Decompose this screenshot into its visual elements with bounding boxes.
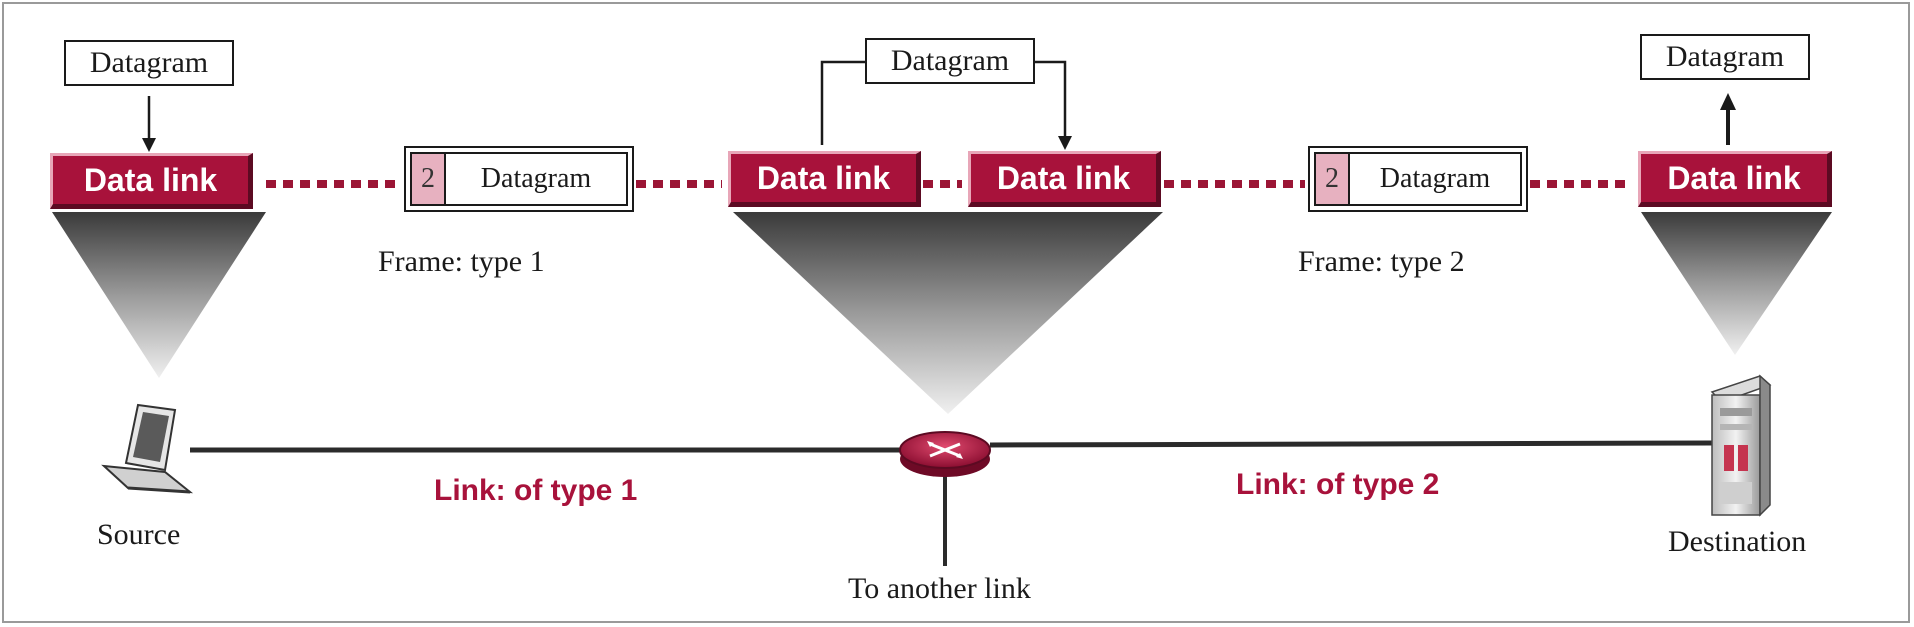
- data-link-router-out: Data link: [968, 151, 1161, 207]
- frame-payload-1: Datagram: [480, 163, 592, 194]
- link-type-1-label: Link: of type 1: [434, 474, 638, 507]
- server-icon: [1710, 374, 1772, 517]
- link-type-2-label: Link: of type 2: [1236, 468, 1440, 501]
- router-forward-path: [820, 60, 866, 145]
- frame-type-1-caption: Frame: type 1: [378, 245, 545, 278]
- datagram-box-destination: Datagram: [1640, 34, 1810, 80]
- cone-router: [733, 212, 1163, 414]
- cone-destination: [1641, 212, 1832, 355]
- frame-header-2: 2: [1316, 154, 1350, 204]
- datagram-box-source: Datagram: [64, 40, 234, 86]
- frame-header-1: 2: [412, 154, 446, 204]
- source-label: Source: [97, 518, 181, 551]
- physical-link-2: [989, 440, 1713, 448]
- frame-type-1: 2 Datagram: [404, 146, 634, 212]
- data-link-destination: Data link: [1638, 151, 1832, 207]
- data-link-router-in: Data link: [728, 151, 921, 207]
- frame-payload-2: Datagram: [1379, 163, 1491, 194]
- destination-label: Destination: [1668, 525, 1807, 558]
- laptop-icon: [101, 403, 194, 494]
- to-another-link-label: To another link: [848, 572, 1031, 605]
- frame-type-2-caption: Frame: type 2: [1298, 245, 1465, 278]
- cone-source: [52, 212, 266, 378]
- datagram-box-router: Datagram: [865, 38, 1035, 84]
- data-link-source: Data link: [50, 153, 253, 209]
- frame-type-2: 2 Datagram: [1308, 146, 1528, 212]
- router-icon: [899, 431, 991, 477]
